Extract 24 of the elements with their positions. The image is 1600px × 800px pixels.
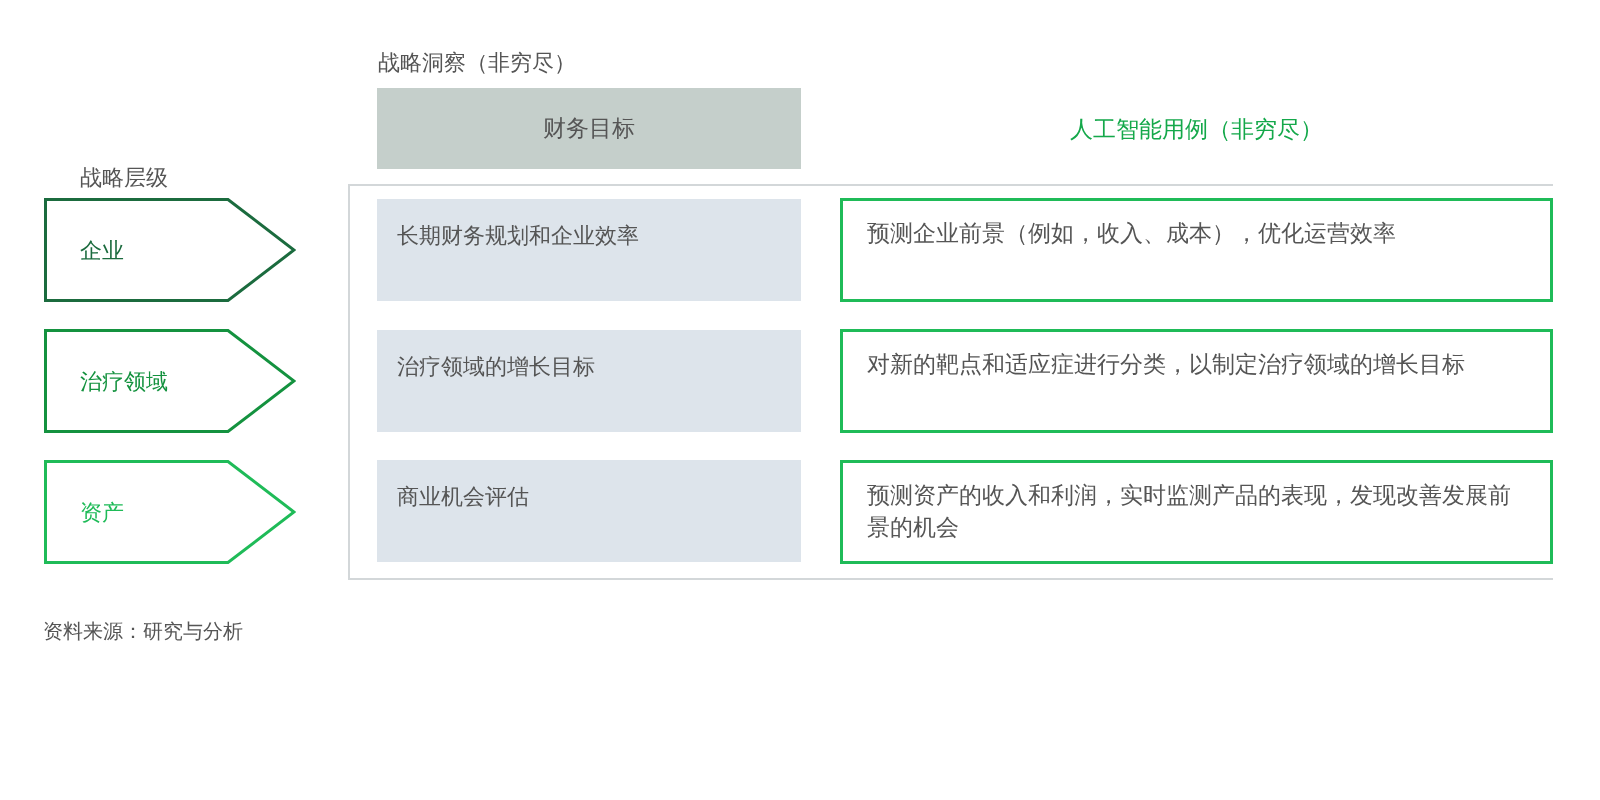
cell-text: 治疗领域的增长目标 [397,353,596,381]
row-header-tab [44,329,296,433]
cell-text: 商业机会评估 [397,483,530,511]
cell-text: 对新的靶点和适应症进行分类，以制定治疗领域的增长目标 [867,350,1466,379]
cell-text: 治疗领域 [80,367,168,396]
cell-text: 企业 [80,236,124,265]
cell-text: 长期财务规划和企业效率 [397,222,640,250]
source-note: 资料来源：研究与分析 [43,619,243,644]
heading-text: 战略洞察（非穷尽） [378,49,576,77]
cell-text: 预测企业前景（例如，收入、成本），优化运营效率 [867,219,1397,248]
column-header [377,88,801,169]
cell-text: 财务目标 [543,114,635,144]
use-case-box [840,329,1553,433]
use-case-box [840,460,1553,564]
goal-box [377,199,801,301]
use-case-box [840,198,1553,302]
goal-box [377,460,801,562]
heading-text: 人工智能用例（非穷尽） [1069,115,1324,144]
goal-box [377,330,801,432]
row-header-tab [44,198,296,302]
heading-text: 战略层级 [80,164,168,192]
row-header-tab [44,460,296,564]
cell-text: 资产 [80,498,124,527]
cell-text: 预测资产的收入和利润，实时监测产品的表现，发现改善发展前景的机会 [867,481,1512,542]
